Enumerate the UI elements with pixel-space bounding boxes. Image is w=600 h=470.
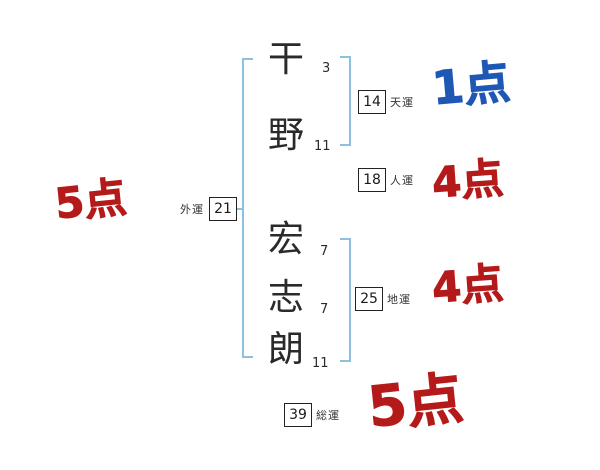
earth-luck-label: 地運 <box>387 293 411 306</box>
outer-luck-label: 外運 <box>180 203 204 216</box>
name-char-3: 宏 <box>268 219 305 260</box>
total-luck-value-box: 39 <box>284 403 312 427</box>
outer-luck-value-box: 21 <box>209 197 237 221</box>
stroke-count-4: 7 <box>320 302 329 317</box>
person-luck-value-box: 18 <box>358 168 386 192</box>
stroke-count-3: 7 <box>320 244 329 259</box>
name-char-1: 干 <box>268 39 305 80</box>
outer-bracket-tick-mid <box>234 208 243 210</box>
stroke-count-2: 11 <box>314 139 331 154</box>
name-char-2: 野 <box>268 115 305 156</box>
earth-luck-value-box: 25 <box>355 287 383 311</box>
person-luck-score: 4点 <box>430 153 505 208</box>
outer-bracket-tick-top <box>242 58 253 60</box>
earth-luck-score: 4点 <box>430 258 505 313</box>
heaven-luck-score: 1点 <box>429 54 513 116</box>
heaven-bracket-tick-top <box>340 56 350 58</box>
name-char-5: 朗 <box>268 329 305 370</box>
total-luck-score: 5点 <box>364 366 467 442</box>
outer-bracket-tick-bottom <box>242 356 253 358</box>
heaven-bracket-tick-bottom <box>340 144 350 146</box>
outer-luck-score: 5点 <box>52 172 129 229</box>
outer-bracket-line <box>242 58 244 358</box>
stroke-count-5: 11 <box>312 356 329 371</box>
heaven-luck-label: 天運 <box>390 96 414 109</box>
heaven-bracket-line <box>349 56 351 146</box>
name-char-4: 志 <box>268 277 305 318</box>
earth-bracket-tick-top <box>340 238 350 240</box>
earth-bracket-line <box>349 238 351 362</box>
person-luck-label: 人運 <box>390 174 414 187</box>
earth-bracket-tick-bottom <box>340 360 350 362</box>
total-luck-label: 総運 <box>316 409 340 422</box>
stroke-count-1: 3 <box>322 61 331 76</box>
heaven-luck-value-box: 14 <box>358 90 386 114</box>
